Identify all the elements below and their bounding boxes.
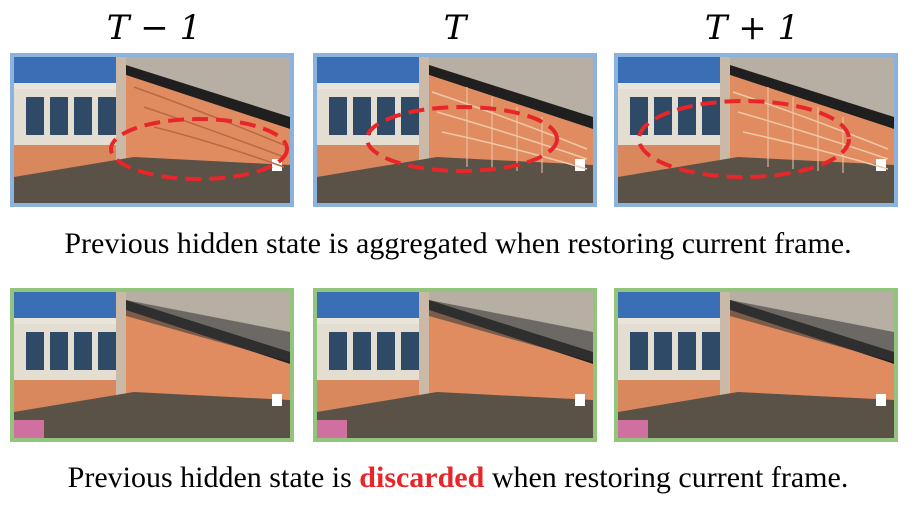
- frame-top-t-plus-1: [614, 53, 898, 207]
- frame-top-t: [313, 53, 597, 207]
- column-label-t: T: [443, 8, 467, 48]
- caption-prefix: Previous hidden state is: [67, 461, 360, 494]
- frame-top-t-minus-1: [10, 53, 294, 207]
- highlight-ellipse: [365, 105, 559, 173]
- column-label-t-minus-1: T − 1: [106, 8, 202, 48]
- highlight-ellipse: [637, 99, 851, 179]
- frame-bottom-t-plus-1: [614, 288, 898, 442]
- caption-aggregated: Previous hidden state is aggregated when…: [64, 227, 852, 260]
- caption-discarded: Previous hidden state is discarded when …: [0, 460, 916, 496]
- caption-suffix: when restoring current frame.: [484, 461, 849, 494]
- column-label-t-plus-1: T + 1: [704, 8, 800, 48]
- frame-bottom-t-minus-1: [10, 288, 294, 442]
- frame-bottom-t: [313, 288, 597, 442]
- highlight-ellipse: [109, 117, 289, 181]
- caption-highlight: discarded: [359, 461, 485, 494]
